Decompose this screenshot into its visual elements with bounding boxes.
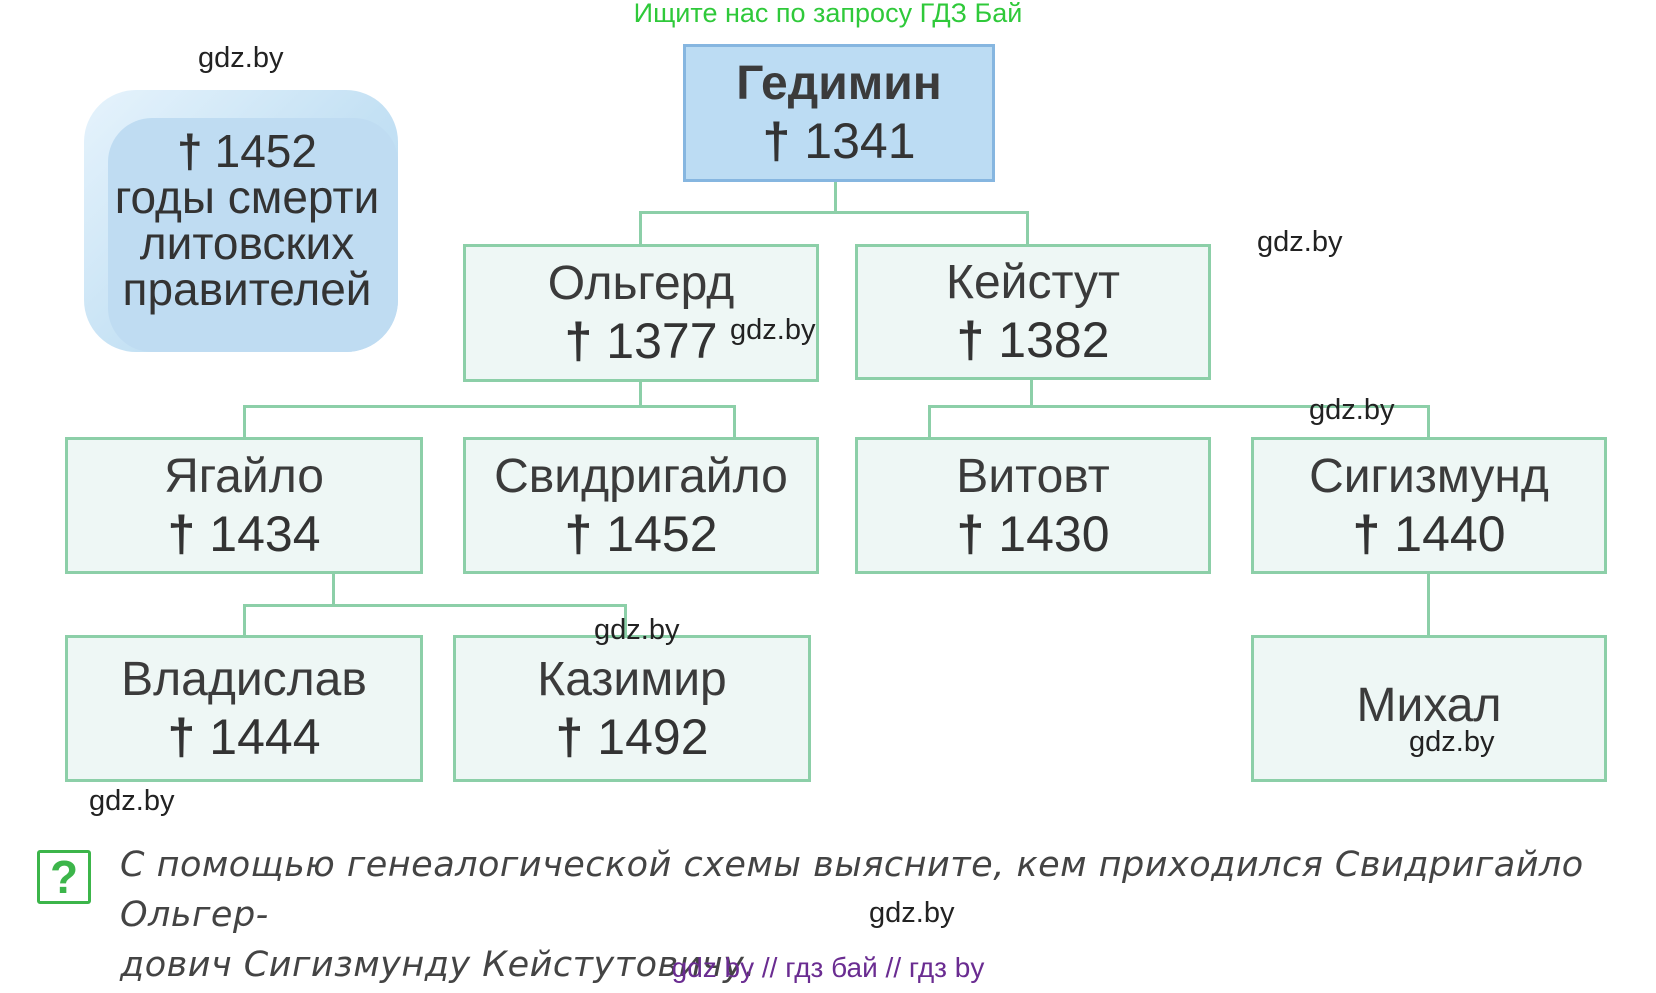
question-icon: ? [37, 850, 91, 904]
node-year: 1341 [804, 113, 916, 169]
node-name: Гедимин [736, 57, 942, 110]
node-year: 1382 [998, 312, 1110, 368]
legend-year: 1452 [214, 125, 317, 177]
node-name: Владислав [121, 652, 367, 706]
question-line: С помощью генеалогической схемы выясните… [120, 845, 1584, 935]
node-name: Ягайло [164, 449, 324, 503]
cross-icon: † [564, 505, 593, 562]
node-year-row: †1434 [167, 505, 320, 563]
cross-icon: † [1352, 505, 1381, 562]
cross-icon: † [167, 505, 196, 562]
connector [834, 182, 837, 212]
node-name: Сигизмунд [1309, 449, 1549, 503]
cross-icon: † [177, 125, 203, 177]
connector [733, 405, 736, 438]
legend-line: годы смерти [114, 171, 380, 223]
connector [639, 211, 642, 245]
connector [1427, 405, 1430, 438]
node-jagailo: Ягайло †1434 [65, 437, 423, 574]
legend-line: литовских [139, 217, 355, 269]
connector [243, 405, 736, 408]
node-name: Михал [1356, 678, 1502, 732]
node-year-row: †1452 [564, 505, 717, 563]
watermark: gdz.by [869, 897, 955, 929]
legend-badge-inner [108, 118, 398, 352]
node-gediminas: Гедимин †1341 [683, 44, 995, 182]
connector [928, 405, 1430, 408]
watermark: gdz.by [198, 42, 284, 74]
connector [243, 604, 627, 607]
node-year-row: †1430 [956, 505, 1109, 563]
cross-icon: † [167, 708, 196, 765]
connector [639, 380, 642, 407]
node-year-row: †1377 [564, 312, 717, 370]
connector [332, 572, 335, 606]
top-banner: Ищите нас по запросу ГДЗ Бай [633, 0, 1023, 28]
watermark: gdz.by [89, 785, 175, 817]
connector [1030, 378, 1033, 407]
node-year-row: †1492 [555, 708, 708, 766]
node-kazimir: Казимир †1492 [453, 635, 811, 782]
watermark: gdz.by [730, 314, 816, 346]
node-name: Казимир [537, 652, 727, 706]
node-year-row: †1440 [1352, 505, 1505, 563]
node-svidrigailo: Свидригайло †1452 [463, 437, 819, 574]
node-sigismund: Сигизмунд †1440 [1251, 437, 1607, 574]
connector [1026, 211, 1029, 245]
node-year-row: †1444 [167, 708, 320, 766]
question-text: С помощью генеалогической схемы выясните… [120, 840, 1610, 990]
cross-icon: † [564, 313, 593, 369]
cross-icon: † [956, 505, 985, 562]
watermark: gdz.by [1309, 394, 1395, 426]
node-year: 1492 [597, 708, 709, 765]
watermark: gdz.by [1257, 226, 1343, 258]
legend-line: правителей [122, 263, 372, 315]
node-year: 1434 [209, 505, 321, 562]
watermark: gdz.by [594, 614, 680, 646]
node-name: Витовт [956, 449, 1110, 503]
question-line: дович Сигизмунду Кейстутовичу. [120, 945, 756, 985]
node-olgerd: Ольгерд †1377 [463, 244, 819, 382]
connector [928, 405, 931, 438]
legend-text: †1452 годы смерти литовских правителей [94, 128, 400, 312]
connector [624, 604, 627, 636]
watermark: gdz.by [1409, 726, 1495, 758]
node-name: Свидригайло [494, 449, 788, 503]
connector [243, 405, 246, 438]
node-keistut: Кейстут †1382 [855, 244, 1211, 380]
node-year: 1452 [606, 505, 718, 562]
connector [243, 604, 246, 636]
node-vladislav: Владислав †1444 [65, 635, 423, 782]
cross-icon: † [762, 113, 791, 169]
node-name: Кейстут [946, 256, 1120, 309]
node-year: 1377 [606, 313, 718, 369]
node-year: 1444 [209, 708, 321, 765]
node-year: 1440 [1394, 505, 1506, 562]
connector [639, 211, 1029, 214]
node-mikhal: Михал [1251, 635, 1607, 782]
node-name: Ольгерд [547, 257, 735, 310]
node-year: 1430 [998, 505, 1110, 562]
cross-icon: † [555, 708, 584, 765]
node-year-row: †1382 [956, 311, 1109, 369]
node-year-row: †1341 [762, 112, 915, 170]
cross-icon: † [956, 312, 985, 368]
footer-links: gdz by // гдз бай // гдз by [671, 952, 985, 983]
connector [1427, 572, 1430, 636]
node-vitovt: Витовт †1430 [855, 437, 1211, 574]
